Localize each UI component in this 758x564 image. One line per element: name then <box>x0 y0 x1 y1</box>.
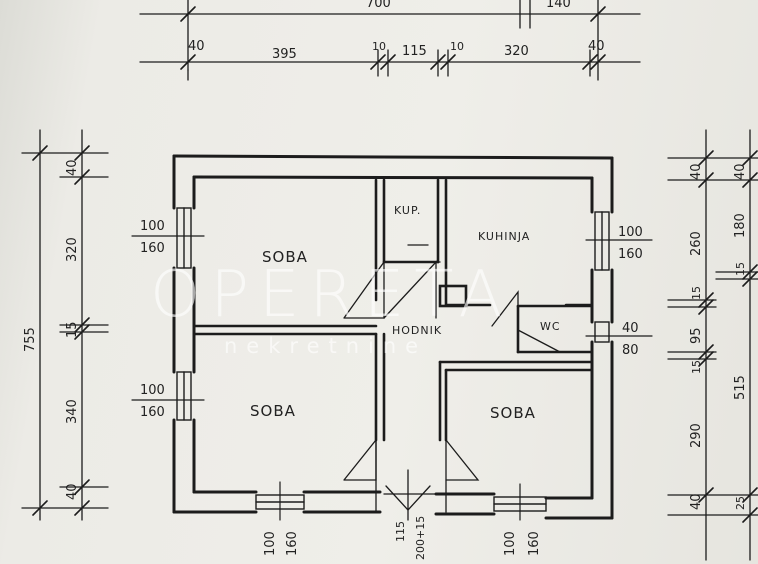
room-label-soba-bottom-left: SOBA <box>250 402 296 420</box>
outer-walls <box>172 154 614 520</box>
room-label-hodnik: HODNIK <box>392 324 442 337</box>
win-right-wc-width: 40 <box>622 321 639 336</box>
win-bottom-left-width: 100 <box>263 531 278 556</box>
watermark-subtitle: nekretnine <box>224 334 428 358</box>
door-bottom-width: 115 <box>394 521 407 542</box>
interior-walls <box>192 178 594 442</box>
dim-right-inner-40b: 40 <box>689 493 704 510</box>
win-bottom-right-width: 100 <box>503 531 518 556</box>
win-bottom-left-height: 160 <box>285 531 300 556</box>
dim-top-10b: 10 <box>450 40 464 53</box>
dim-top-140: 140 <box>546 0 571 11</box>
dim-top-115: 115 <box>402 44 427 59</box>
room-label-wc: WC <box>540 320 561 333</box>
dim-top-10a: 10 <box>372 40 386 53</box>
dim-top-40-right: 40 <box>588 39 605 54</box>
door-swings <box>343 244 561 521</box>
dim-left-320: 320 <box>65 237 80 262</box>
win-right-kuhinja-width: 100 <box>618 225 643 240</box>
dim-right-inner-260: 260 <box>689 231 704 256</box>
dim-left-40-top: 40 <box>65 159 80 176</box>
dim-top-320: 320 <box>504 44 529 59</box>
dim-left-15: 15 <box>65 321 80 338</box>
dim-right-inner-40: 40 <box>689 163 704 180</box>
room-label-kuhinja: KUHINJA <box>478 230 530 243</box>
dim-right-outer-180: 180 <box>733 213 748 238</box>
windows <box>176 207 610 512</box>
win-right-wc-height: 80 <box>622 343 639 358</box>
dim-top-40-left: 40 <box>188 39 205 54</box>
dim-left-total: 755 <box>23 327 38 352</box>
win-right-kuhinja-height: 160 <box>618 247 643 262</box>
room-label-soba-top: SOBA <box>262 248 308 266</box>
door-bottom-height: 200+15 <box>414 516 427 560</box>
dim-right-inner-15b: 15 <box>690 360 703 374</box>
watermark-title: OPERETA <box>150 258 513 332</box>
room-label-kup: KUP. <box>394 204 421 217</box>
win-bottom-right-height: 160 <box>527 531 542 556</box>
win-left-top-width: 100 <box>140 219 165 234</box>
dim-right-outer-515: 515 <box>733 375 748 400</box>
dim-right-inner-95: 95 <box>689 327 704 344</box>
opening-dimension-ticks <box>131 235 653 521</box>
dim-right-outer-40: 40 <box>733 163 748 180</box>
win-left-bot-height: 160 <box>140 405 165 420</box>
dim-top-total: 700 <box>366 0 391 11</box>
left-dimension-lines <box>21 129 109 521</box>
top-dimension-lines <box>139 0 641 81</box>
right-dimension-lines <box>667 129 758 561</box>
dim-left-40-bottom: 40 <box>65 483 80 500</box>
win-left-top-height: 160 <box>140 241 165 256</box>
room-label-soba-bottom-right: SOBA <box>490 404 536 422</box>
dim-top-395: 395 <box>272 47 297 62</box>
win-left-bot-width: 100 <box>140 383 165 398</box>
dim-right-inner-290: 290 <box>689 423 704 448</box>
dim-right-inner-15: 15 <box>690 286 703 300</box>
dim-right-outer-25: 25 <box>734 496 747 510</box>
dim-left-340: 340 <box>65 399 80 424</box>
dim-right-outer-15: 15 <box>734 262 747 276</box>
